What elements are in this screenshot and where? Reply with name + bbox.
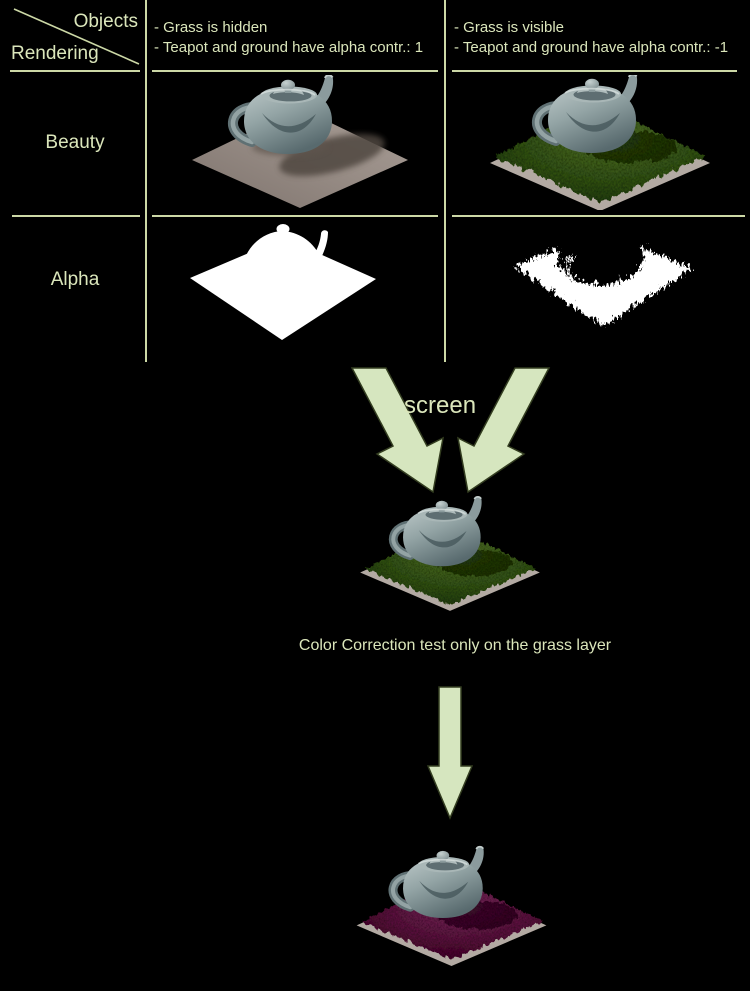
header-objects-label: Objects xyxy=(73,11,138,32)
merge-arrow-left xyxy=(350,367,445,494)
row-label-beauty: Beauty xyxy=(45,132,105,153)
table-header-underline-c xyxy=(452,70,737,72)
teapot-cast-shadow xyxy=(279,133,385,177)
header-rendering-label: Rendering xyxy=(11,43,99,64)
table-row-divider-a xyxy=(12,215,140,217)
teapot xyxy=(393,497,481,566)
color-correction-arrow xyxy=(426,686,474,820)
teapot xyxy=(233,75,333,154)
teapot xyxy=(393,847,484,918)
alpha-matte-fuzzy xyxy=(511,226,690,323)
column-1-line-1: - Grass is hidden xyxy=(154,19,268,36)
alpha-matte-white xyxy=(190,224,376,340)
column-2-line-2: - Teapot and ground have alpha contr.: -… xyxy=(454,39,729,56)
table-header-underline-a xyxy=(10,70,140,72)
merge-arrow-right xyxy=(456,367,551,494)
table-row-divider-b xyxy=(152,215,438,217)
beauty-render-grass-visible xyxy=(490,75,710,210)
alpha-render-grass-visible xyxy=(511,226,690,323)
alpha-render-grass-hidden xyxy=(190,224,376,340)
column-1-line-2: - Teapot and ground have alpha contr.: 1 xyxy=(154,39,424,56)
color-correction-caption: Color Correction test only on the grass … xyxy=(298,637,612,654)
table-vertical-divider-1 xyxy=(145,0,147,362)
table-header-underline-b xyxy=(152,70,438,72)
screen-merged-render xyxy=(360,487,540,611)
table-row-divider-c xyxy=(452,215,745,217)
table-vertical-divider-2 xyxy=(444,0,446,362)
column-2-description: - Grass is visible - Teapot and ground h… xyxy=(454,18,728,58)
row-label-alpha: Alpha xyxy=(50,269,100,290)
column-1-description: - Grass is hidden - Teapot and ground ha… xyxy=(154,18,423,58)
color-corrected-render xyxy=(356,838,547,966)
blend-mode-label: screen xyxy=(404,392,477,419)
teapot xyxy=(537,75,637,153)
column-2-line-1: - Grass is visible xyxy=(454,19,565,36)
beauty-render-grass-hidden xyxy=(192,75,408,208)
